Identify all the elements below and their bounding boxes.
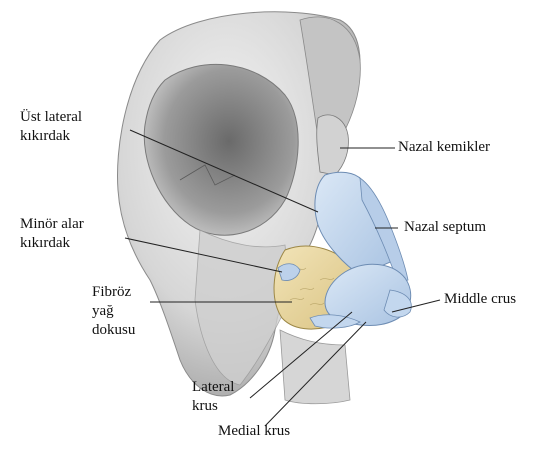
label-nazal-kemikler: Nazal kemikler	[398, 138, 490, 157]
label-middle-crus: Middle crus	[444, 290, 516, 309]
label-fibroz-yag-dokusu: Fibröz yağ dokusu	[92, 283, 135, 340]
label-minor-alar-kikirdak: Minör alar kıkırdak	[20, 215, 84, 253]
label-line: Middle crus	[444, 290, 516, 309]
label-ust-lateral-kikirdak: Üst lateral kıkırdak	[20, 108, 82, 146]
label-line: Fibröz	[92, 283, 135, 302]
label-line: yağ	[92, 302, 135, 321]
lower-face	[280, 330, 350, 404]
label-line: kıkırdak	[20, 127, 82, 146]
label-lateral-krus: Lateral krus	[192, 378, 234, 416]
label-medial-krus: Medial krus	[218, 422, 290, 441]
label-line: Minör alar	[20, 215, 84, 234]
label-line: Medial krus	[218, 422, 290, 441]
nasal-bones	[317, 115, 349, 175]
label-line: dokusu	[92, 321, 135, 340]
label-line: kıkırdak	[20, 234, 84, 253]
label-line: krus	[192, 397, 234, 416]
label-line: Üst lateral	[20, 108, 82, 127]
label-nazal-septum: Nazal septum	[404, 218, 486, 237]
label-line: Nazal kemikler	[398, 138, 490, 157]
label-line: Nazal septum	[404, 218, 486, 237]
label-line: Lateral	[192, 378, 234, 397]
